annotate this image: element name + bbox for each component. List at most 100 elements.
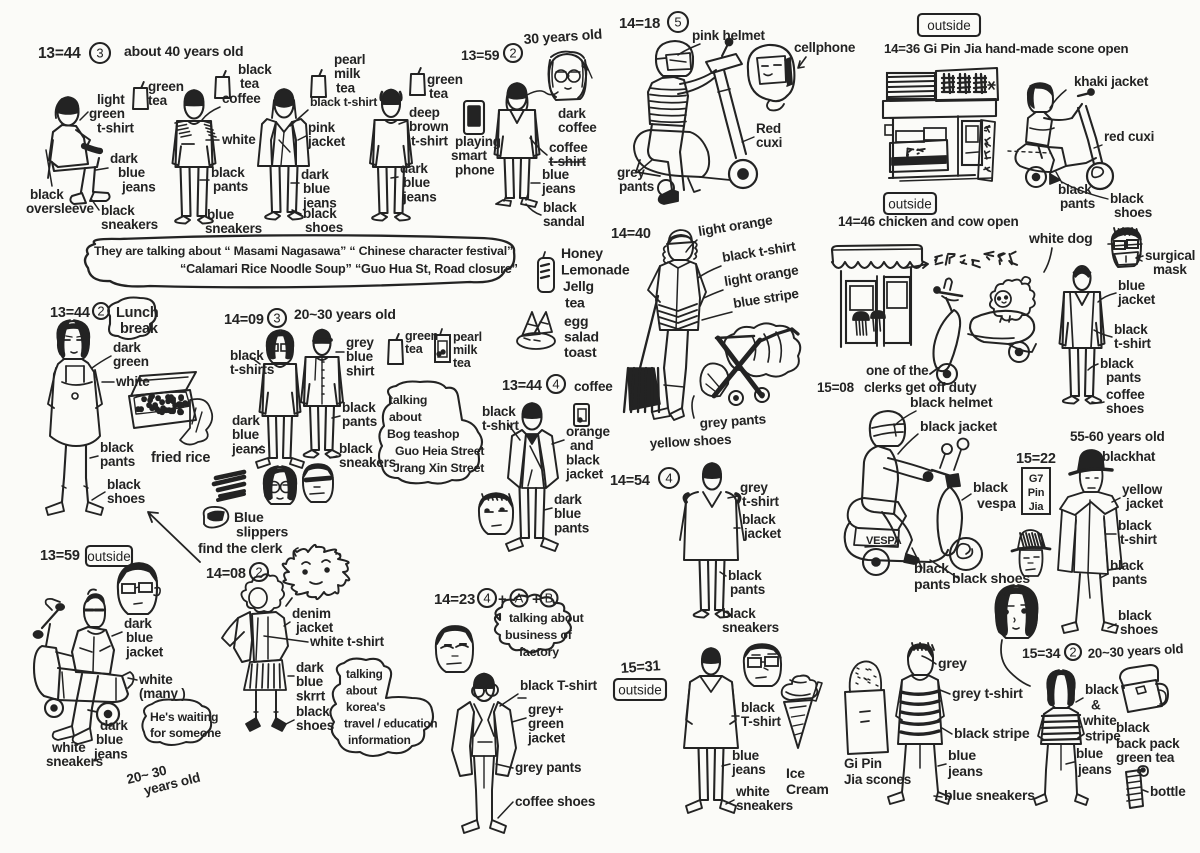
svg-text:14=36 Gi Pin Jia hand-made s: 14=36 Gi Pin Jia hand-made scone open [884,41,1128,56]
svg-text:coffee shoes: coffee shoes [515,794,595,809]
svg-text:outside: outside [927,18,971,33]
svg-text:grey: grey [938,655,967,671]
svg-text:14=18: 14=18 [619,15,660,32]
svg-text:15=31: 15=31 [620,658,661,677]
svg-text:15=34: 15=34 [1022,645,1061,661]
svg-text:black stripe: black stripe [954,725,1030,741]
svg-text:outside: outside [87,549,131,564]
svg-text:find the clerk: find the clerk [198,540,283,556]
svg-text:outside: outside [618,682,662,697]
svg-text:black helmet: black helmet [910,394,993,410]
svg-text:white dog: white dog [1028,230,1093,246]
svg-text:15=22: 15=22 [1016,451,1056,467]
svg-text:coffee: coffee [574,379,613,394]
svg-text:bottle: bottle [1150,784,1186,799]
svg-text:green tea: green tea [1116,750,1175,765]
svg-text:20~30 years old: 20~30 years old [1087,641,1183,661]
svg-text:2: 2 [255,565,262,580]
svg-text:13=59: 13=59 [40,548,80,564]
svg-text:3: 3 [273,311,280,326]
svg-text:about 40 years old: about 40 years old [124,43,243,59]
svg-text:white t-shirt: white t-shirt [309,634,385,649]
svg-text:4: 4 [483,591,490,606]
svg-text:grey pants: grey pants [699,411,766,431]
svg-text:2: 2 [97,304,104,319]
svg-text:VESPA: VESPA [866,535,902,547]
svg-text:4: 4 [552,377,559,392]
svg-text:13=44: 13=44 [502,378,542,394]
svg-text:14=08: 14=08 [206,566,246,582]
svg-text:2: 2 [509,46,516,61]
svg-text:20~30 years old: 20~30 years old [294,306,396,322]
svg-text:55-60 years old: 55-60 years old [1070,429,1165,444]
svg-text:white: white [115,374,150,389]
svg-text:black t-shirt: black t-shirt [310,95,377,109]
svg-text:2: 2 [1069,645,1076,660]
svg-text:13=59: 13=59 [461,47,500,63]
svg-text:14=40: 14=40 [611,226,651,242]
svg-text:15=08: 15=08 [817,380,855,395]
svg-text:They are talking about “ Masam: They are talking about “ Masami Nagasawa… [94,244,513,258]
svg-text:blackhat: blackhat [1102,449,1156,464]
svg-text:“Calamari Rice Noodle Soup” “: “Calamari Rice Noodle Soup” “Guo Hua St‚… [180,262,518,276]
svg-text:black T-shirt: black T-shirt [520,678,598,693]
svg-text:13=44: 13=44 [38,45,81,62]
svg-text:A: A [515,591,524,606]
svg-text:yellow shoes: yellow shoes [649,432,731,451]
svg-text:30 years old: 30 years old [523,26,602,47]
svg-text:grey pants: grey pants [515,760,581,775]
svg-text:grey t-shirt: grey t-shirt [952,685,1023,701]
svg-text:14=46 chicken and cow open: 14=46 chicken and cow open [838,214,1019,229]
svg-text:white(many ): white(many ) [138,672,186,701]
svg-text:clerks get off duty: clerks get off duty [864,380,977,395]
